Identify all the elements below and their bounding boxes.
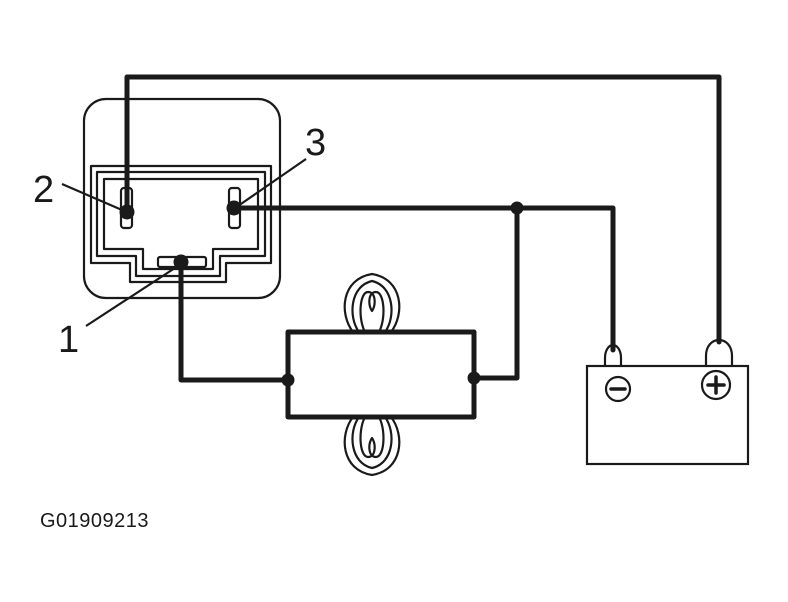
relay-base-outline-outer (89, 164, 273, 284)
leader-lines (61, 158, 307, 327)
wiring (124, 74, 722, 420)
battery-case (585, 364, 750, 466)
wire-terminal-1-to-lamp-left-node (178, 259, 291, 383)
wire-lamp-loop (285, 329, 477, 420)
lower-lamp-filament (359, 418, 385, 459)
figure-id: G01909213 (40, 510, 149, 532)
upper-lamp-filament (359, 290, 385, 331)
battery-positive-post (704, 338, 734, 366)
relay-base-outline-inner (102, 177, 260, 271)
leader-line-1 (85, 265, 179, 327)
minus-icon (604, 375, 632, 403)
lower-lamp-envelope (343, 416, 401, 477)
upper-lamp-envelope-inner (351, 279, 393, 333)
junction-dot-lamp-right (467, 371, 481, 385)
plus-icon (700, 369, 732, 401)
wire-junction-to-lamp-right-node (471, 205, 520, 381)
bulb-icon (343, 272, 401, 333)
terminal-label-2: 2 (33, 169, 54, 211)
lower-lamp-envelope-inner (351, 416, 393, 470)
bulb-icon (343, 416, 401, 477)
terminal-label-3: 3 (305, 122, 326, 164)
relay-base-outline-middle (95, 170, 267, 278)
junction-dot-lamp-left (281, 373, 295, 387)
leader-line-3 (237, 158, 307, 207)
battery (585, 338, 750, 466)
leader-line-2 (61, 182, 123, 212)
upper-lamp-envelope (343, 272, 401, 333)
junction-dot-top (510, 201, 524, 215)
battery-negative-post (603, 343, 623, 366)
wire-terminal-2-to-battery-positive (124, 74, 722, 345)
wire-terminal-3-to-battery-negative (231, 205, 616, 353)
terminal-label-1: 1 (58, 319, 79, 361)
